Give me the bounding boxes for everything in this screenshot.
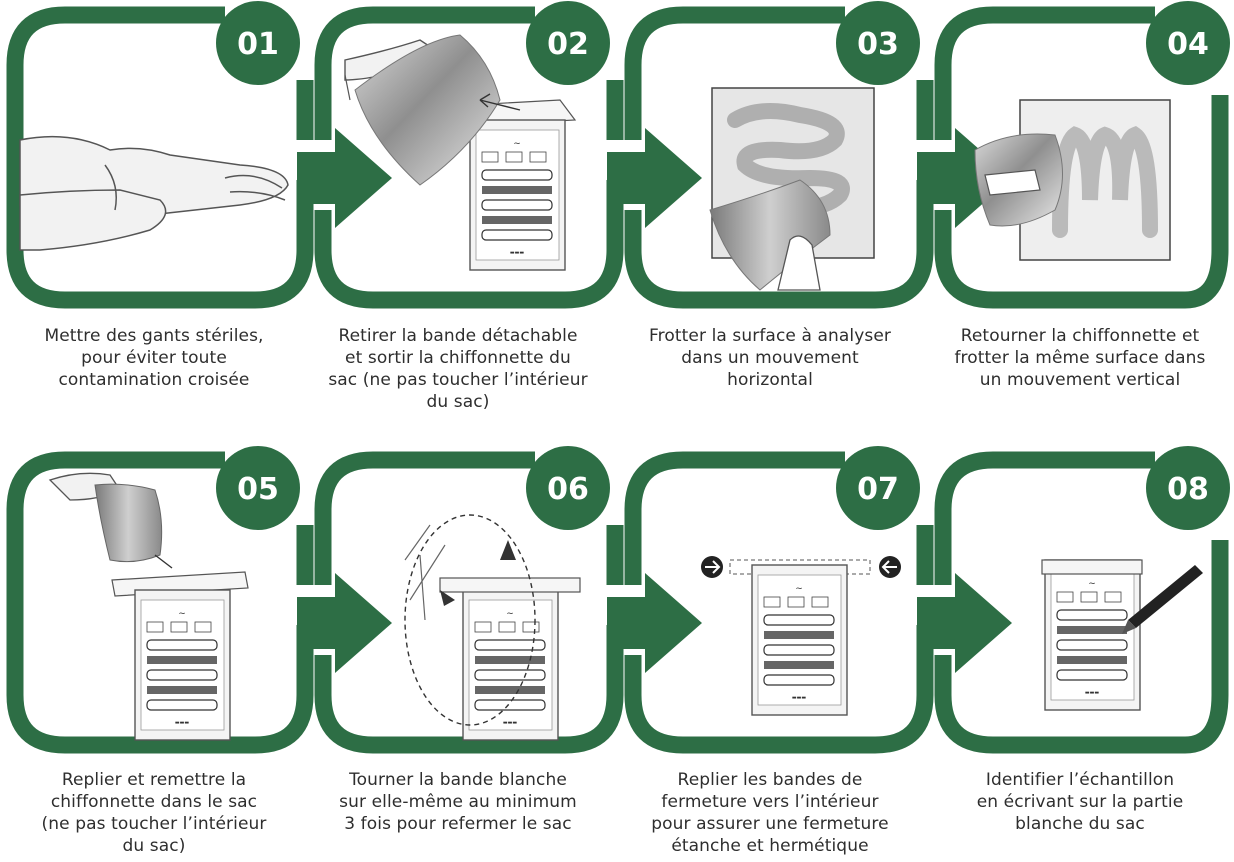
caption-line: chiffonnette dans le sac	[4, 791, 304, 813]
horizontal-wipe-illustration	[710, 88, 874, 290]
step-07-caption: Replier les bandes de fermeture vers l’i…	[620, 769, 920, 857]
step-03-number: 03	[857, 27, 899, 62]
caption-line: pour assurer une fermeture	[620, 813, 920, 835]
step-08-caption: Identifier l’échantillon en écrivant sur…	[930, 769, 1230, 835]
step-05-caption: Replier et remettre la chiffonnette dans…	[4, 769, 304, 857]
caption-line: sac (ne pas toucher l’intérieur	[308, 369, 608, 391]
step-05-number: 05	[237, 472, 279, 507]
caption-line: pour éviter toute	[4, 347, 304, 369]
caption-line: horizontal	[620, 369, 920, 391]
caption-line: Replier les bandes de	[620, 769, 920, 791]
step-01-caption: Mettre des gants stériles, pour éviter t…	[4, 325, 304, 391]
caption-line: fermeture vers l’intérieur	[620, 791, 920, 813]
caption-line: 3 fois pour refermer le sac	[308, 813, 608, 835]
step-06-caption: Tourner la bande blanche sur elle-même a…	[308, 769, 608, 835]
roll-bag-illustration	[405, 515, 580, 740]
caption-line: Replier et remettre la	[4, 769, 304, 791]
vertical-wipe-illustration	[975, 100, 1170, 260]
caption-line: Frotter la surface à analyser	[620, 325, 920, 347]
step-02-number: 02	[547, 27, 589, 62]
caption-line: du sac)	[4, 835, 304, 857]
caption-line: et sortir la chiffonnette du	[308, 347, 608, 369]
caption-line: Identifier l’échantillon	[930, 769, 1230, 791]
caption-line: contamination croisée	[4, 369, 304, 391]
step-08-number: 08	[1167, 472, 1209, 507]
caption-line: du sac)	[308, 391, 608, 413]
wipe-into-bag-illustration	[50, 473, 248, 740]
step-02-caption: Retirer la bande détachable et sortir la…	[308, 325, 608, 413]
caption-line: (ne pas toucher l’intérieur	[4, 813, 304, 835]
caption-line: Mettre des gants stériles,	[4, 325, 304, 347]
caption-line: en écrivant sur la partie	[930, 791, 1230, 813]
caption-line: étanche et hermétique	[620, 835, 920, 857]
caption-line: Retirer la bande détachable	[308, 325, 608, 347]
step-01-number: 01	[237, 27, 279, 62]
caption-line: blanche du sac	[930, 813, 1230, 835]
step-03-caption: Frotter la surface à analyser dans un mo…	[620, 325, 920, 391]
step-04-caption: Retourner la chiffonnette et frotter la …	[930, 325, 1230, 391]
label-with-marker-illustration	[1042, 560, 1203, 710]
caption-line: frotter la même surface dans	[930, 347, 1230, 369]
step-04-number: 04	[1167, 27, 1209, 62]
caption-line: sur elle-même au minimum	[308, 791, 608, 813]
caption-line: Retourner la chiffonnette et	[930, 325, 1230, 347]
caption-line: un mouvement vertical	[930, 369, 1230, 391]
caption-line: Tourner la bande blanche	[308, 769, 608, 791]
step-06-number: 06	[547, 472, 589, 507]
sterile-gloves-illustration	[20, 137, 288, 250]
caption-line: dans un mouvement	[620, 347, 920, 369]
step-07-number: 07	[857, 472, 899, 507]
fold-closure-illustration	[701, 556, 901, 715]
